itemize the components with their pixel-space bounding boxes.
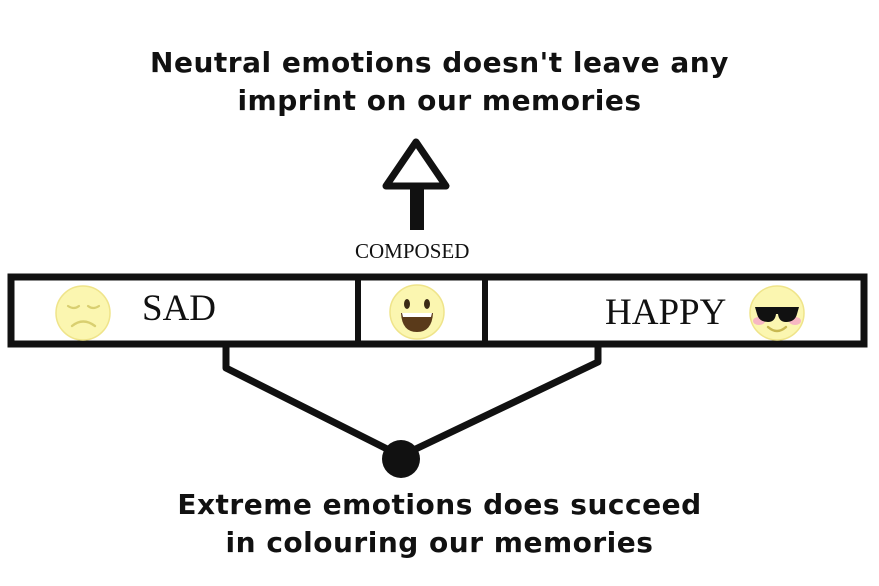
- happy-label: HAPPY: [605, 292, 727, 333]
- top-caption-line-2: imprint on our memories: [237, 84, 642, 117]
- sunglasses-face-icon: [749, 285, 805, 341]
- bottom-caption: Extreme emotions does succeed in colouri…: [0, 486, 879, 562]
- up-arrow-head: [382, 138, 450, 190]
- bottom-caption-line-2: in colouring our memories: [225, 526, 654, 559]
- fork-connector: [222, 344, 602, 478]
- top-caption: Neutral emotions doesn't leave any impri…: [0, 44, 879, 120]
- sad-label: SAD: [142, 288, 217, 329]
- up-arrow-shaft: [410, 186, 424, 230]
- top-caption-line-1: Neutral emotions doesn't leave any: [150, 46, 729, 79]
- bottom-caption-line-1: Extreme emotions does succeed: [177, 488, 702, 521]
- composed-label: COMPOSED: [355, 239, 470, 263]
- up-arrow-icon: [382, 138, 450, 230]
- sad-face-icon: [55, 285, 111, 341]
- laughing-face-icon: [389, 284, 445, 340]
- junction-node: [382, 440, 420, 478]
